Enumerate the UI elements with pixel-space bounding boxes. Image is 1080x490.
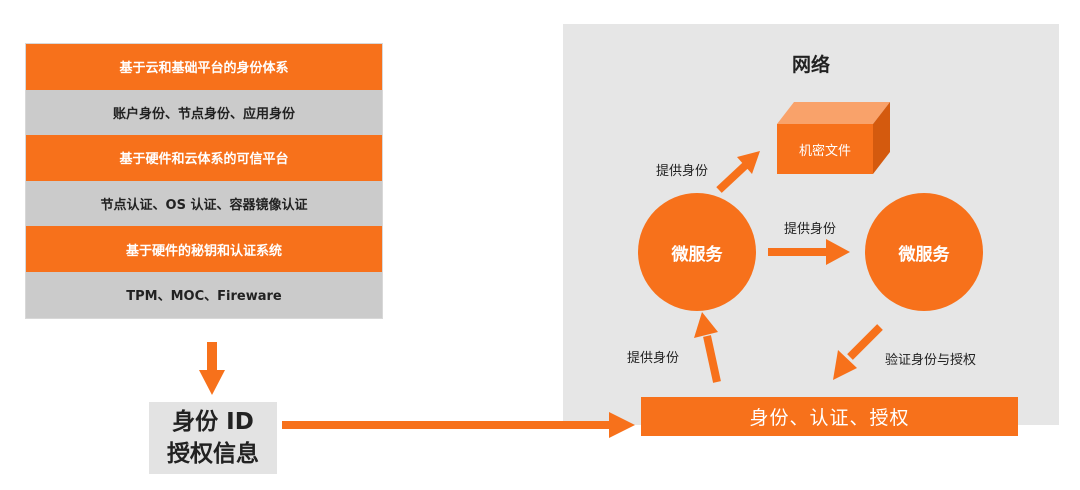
stack-row-tpm: TPM、MOC、Fireware xyxy=(26,271,382,318)
microservice-a-label: 微服务 xyxy=(671,244,723,265)
stack-row-label: TPM、MOC、Fireware xyxy=(126,289,282,305)
provide-identity-label-file: 提供身份 xyxy=(656,164,709,179)
secret-file-label: 机密文件 xyxy=(798,143,851,159)
microservice-b-label: 微服务 xyxy=(898,244,950,265)
verify-authorize-label: 验证身份与授权 xyxy=(885,353,977,368)
identity-auth-bar: 身份、认证、授权 xyxy=(641,397,1018,436)
identity-id-box: 身份 ID 授权信息 xyxy=(149,402,277,474)
auth-to-service-arrow xyxy=(694,312,721,383)
service-to-auth-arrow xyxy=(833,324,883,380)
stack-row-hardware-keys: 基于硬件的秘钥和认证系统 xyxy=(26,226,382,272)
stack-row-identities: 账户身份、节点身份、应用身份 xyxy=(26,89,382,136)
stack-to-id-arrow xyxy=(199,342,225,395)
stack-row-cloud-identity: 基于云和基础平台的身份体系 xyxy=(26,44,382,90)
service-to-file-arrow xyxy=(716,151,760,193)
provide-identity-label-between: 提供身份 xyxy=(784,222,837,237)
microservice-b: 微服务 xyxy=(865,193,983,311)
identity-auth-bar-label: 身份、认证、授权 xyxy=(749,407,910,429)
stack-row-label: 基于云和基础平台的身份体系 xyxy=(119,61,289,77)
stack-row-label: 节点认证、OS 认证、容器镜像认证 xyxy=(100,198,308,214)
service-a-to-b-arrow xyxy=(768,239,850,265)
network-title: 网络 xyxy=(791,54,830,76)
provide-identity-label-auth: 提供身份 xyxy=(627,351,680,366)
stack-row-label: 基于硬件的秘钥和认证系统 xyxy=(125,243,282,259)
stack-row-attestation: 节点认证、OS 认证、容器镜像认证 xyxy=(26,180,382,227)
id-to-auth-arrow xyxy=(282,412,635,438)
stack-row-trusted-platform: 基于硬件和云体系的可信平台 xyxy=(26,135,382,181)
identity-stack: 基于云和基础平台的身份体系 账户身份、节点身份、应用身份 基于硬件和云体系的可信… xyxy=(25,43,383,319)
identity-id-line1: 身份 ID xyxy=(172,409,254,435)
microservice-a: 微服务 xyxy=(638,193,756,311)
identity-id-line2: 授权信息 xyxy=(167,441,259,467)
secret-file-cube xyxy=(777,102,890,174)
stack-row-label: 账户身份、节点身份、应用身份 xyxy=(112,106,295,122)
stack-row-label: 基于硬件和云体系的可信平台 xyxy=(119,152,289,168)
